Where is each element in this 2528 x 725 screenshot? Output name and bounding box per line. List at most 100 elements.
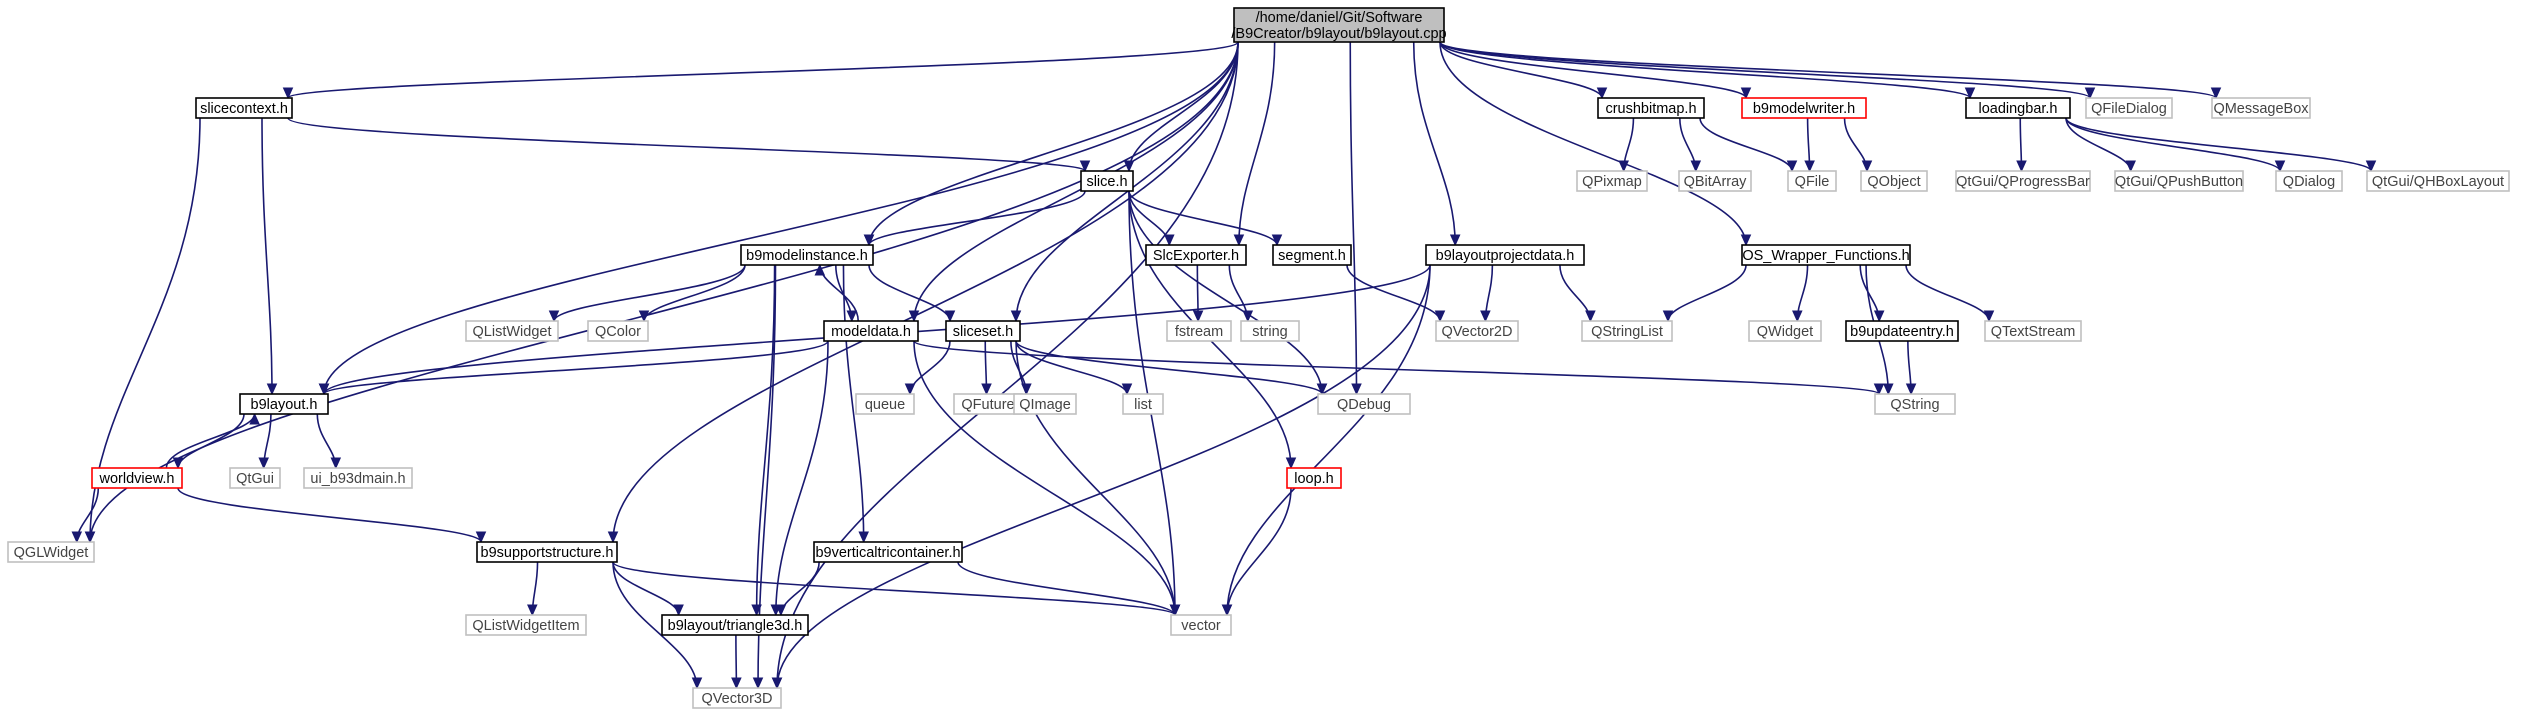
node-loadingbar[interactable]: loadingbar.h — [1965, 97, 2071, 119]
node-slice[interactable]: slice.h — [1080, 170, 1134, 192]
edge-root-to-qdebug — [1349, 41, 1358, 395]
node-box-qprogressbar — [1955, 170, 2091, 192]
node-label-b9supportstructure: b9supportstructure.h — [481, 545, 614, 561]
node-label-b9layout: b9layout.h — [251, 397, 318, 413]
arrowhead-triangle3d-to-qvector3d — [731, 677, 742, 690]
arrowhead-b9modelinstance-to-modeldata — [846, 310, 858, 323]
node-qdebug: QDebug — [1317, 393, 1411, 415]
node-qvector2d: QVector2D — [1435, 320, 1519, 342]
node-box-loadingbar — [1965, 97, 2071, 119]
node-box-root — [1233, 7, 1445, 43]
node-triangle3d[interactable]: b9layout/triangle3d.h — [661, 614, 809, 636]
node-label-qbitarray: QBitArray — [1684, 174, 1748, 190]
node-slicecontext[interactable]: slicecontext.h — [195, 97, 293, 119]
node-box-crushbitmap — [1597, 97, 1705, 119]
edge-modeldata-to-b9layout — [323, 340, 829, 395]
node-label-string: string — [1252, 324, 1287, 340]
arrowhead-root-to-oswrapper — [1740, 234, 1752, 247]
arrowhead-root-to-sliceset — [1010, 310, 1022, 323]
arrowhead-worldview-to-b9layout — [249, 412, 260, 425]
node-label-list: list — [1134, 397, 1152, 413]
node-box-queue — [855, 393, 915, 415]
node-box-slicecontext — [195, 97, 293, 119]
node-qlistwidget: QListWidget — [465, 320, 559, 342]
edge-b9modelinstance-to-sliceset — [868, 264, 951, 322]
node-label-qwidget: QWidget — [1757, 324, 1813, 340]
node-loop[interactable]: loop.h — [1286, 467, 1342, 489]
node-segment[interactable]: segment.h — [1272, 244, 1352, 266]
arrowhead-b9modelinstance-to-sliceset — [944, 310, 956, 323]
arrowhead-b9supportstructure-to-triangle3d — [673, 604, 684, 617]
arrowhead-slice-to-b9modelinstance — [863, 234, 875, 247]
node-root[interactable]: /home/daniel/Git/Software/B9Creator/b9la… — [1231, 7, 1447, 43]
node-label-qobject: QObject — [1867, 174, 1920, 190]
arrowhead-worldview-to-b9supportstructure — [475, 531, 487, 544]
arrowhead-b9layoutprojectdata-to-qvector2d — [1480, 310, 1491, 323]
arrowhead-b9supportstructure-to-qvector3d — [691, 677, 703, 690]
node-modeldata[interactable]: modeldata.h — [823, 320, 919, 342]
node-string: string — [1240, 320, 1300, 342]
node-qdialog: QDialog — [2275, 170, 2343, 192]
arrowhead-root-to-b9supportstructure — [607, 531, 619, 544]
node-b9layout[interactable]: b9layout.h — [239, 393, 329, 415]
node-box-qwidget — [1748, 320, 1822, 342]
node-label-qstring: QString — [1890, 397, 1939, 413]
node-box-b9layoutprojectdata — [1425, 244, 1585, 266]
node-layer: /home/daniel/Git/Software/B9Creator/b9la… — [7, 7, 2510, 709]
node-sliceset[interactable]: sliceset.h — [945, 320, 1021, 342]
node-label-sliceset: sliceset.h — [953, 324, 1013, 340]
node-qimage: QImage — [1013, 393, 1077, 415]
node-b9layoutprojectdata[interactable]: b9layoutprojectdata.h — [1425, 244, 1585, 266]
node-box-qlistwidget — [465, 320, 559, 342]
node-qprogressbar: QtGui/QProgressBar — [1955, 170, 2091, 192]
node-box-list — [1122, 393, 1164, 415]
node-label-qpixmap: QPixmap — [1582, 174, 1642, 190]
arrowhead-b9modelinstance-to-qlistwidget — [548, 310, 560, 323]
edge-slice-to-segment — [1128, 190, 1278, 246]
edge-root-to-loadingbar — [1439, 41, 1971, 99]
node-b9supportstructure[interactable]: b9supportstructure.h — [476, 541, 618, 563]
arrowhead-sliceset-to-queue — [904, 383, 916, 396]
node-box-b9layout — [239, 393, 329, 415]
node-b9modelinstance[interactable]: b9modelinstance.h — [740, 244, 874, 266]
node-box-qtextstream — [1984, 320, 2082, 342]
edge-root-to-b9modelwriter — [1439, 41, 1747, 99]
arrowhead-crushbitmap-to-qpixmap — [1618, 160, 1629, 173]
node-qpixmap: QPixmap — [1576, 170, 1648, 192]
edge-b9layoutprojectdata-to-vector — [1226, 264, 1431, 616]
edge-b9modelinstance-to-qlistwidget — [553, 264, 746, 322]
edge-slicecontext-to-b9layout — [261, 117, 273, 395]
edge-worldview-to-b9layout — [165, 413, 256, 469]
edge-sliceset-to-list — [1015, 340, 1128, 395]
node-slcexporter[interactable]: SlcExporter.h — [1145, 244, 1247, 266]
arrowhead-sliceset-to-list — [1121, 383, 1133, 396]
edge-root-to-slicecontext — [287, 41, 1239, 99]
edge-layer — [71, 41, 2377, 690]
arrowhead-modeldata-to-b9modelinstance — [814, 263, 826, 276]
node-oswrapper[interactable]: OS_Wrapper_Functions.h — [1741, 244, 1911, 266]
arrowhead-loadingbar-to-qprogressbar — [2016, 160, 2027, 173]
node-b9verticaltricontainer[interactable]: b9verticaltricontainer.h — [813, 541, 963, 563]
node-qglwidget: QGLWidget — [7, 541, 95, 563]
node-b9modelwriter[interactable]: b9modelwriter.h — [1741, 97, 1867, 119]
arrowhead-slice-to-loop — [1285, 457, 1297, 470]
node-label-segment: segment.h — [1278, 248, 1346, 264]
arrowhead-b9modelinstance-to-qcolor — [638, 310, 650, 323]
node-label-qfiledialog: QFileDialog — [2091, 101, 2167, 117]
node-label-qfuture: QFuture — [961, 397, 1014, 413]
edge-root-to-b9supportstructure — [612, 41, 1239, 543]
arrowhead-root-to-b9modelwriter — [1740, 87, 1752, 100]
arrowhead-b9layout-to-uib93dmain — [330, 457, 342, 470]
node-box-qcolor — [587, 320, 649, 342]
edge-root-to-b9layoutprojectdata — [1412, 41, 1456, 246]
node-worldview[interactable]: worldview.h — [91, 467, 183, 489]
node-crushbitmap[interactable]: crushbitmap.h — [1597, 97, 1705, 119]
node-box-qglwidget — [7, 541, 95, 563]
node-box-qpushbutton — [2114, 170, 2244, 192]
edge-root-to-b9modelinstance — [868, 41, 1239, 246]
node-label-b9modelwriter: b9modelwriter.h — [1753, 101, 1855, 117]
node-box-qdialog — [2275, 170, 2343, 192]
node-label-qglwidget: QGLWidget — [14, 545, 89, 561]
node-b9updateentry[interactable]: b9updateentry.h — [1845, 320, 1959, 342]
node-box-sliceset — [945, 320, 1021, 342]
